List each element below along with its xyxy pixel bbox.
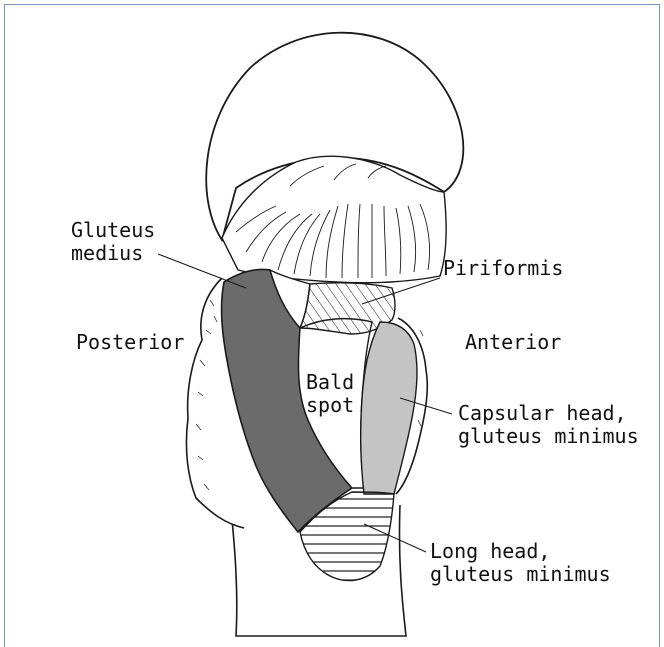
label-capsular-head: Capsular head, gluteus minimus xyxy=(458,402,639,448)
label-anterior: Anterior xyxy=(465,331,561,354)
label-bald-spot: Bald spot xyxy=(306,371,354,417)
label-posterior: Posterior xyxy=(76,331,184,354)
label-gluteus-medius: Gluteus medius xyxy=(71,219,155,265)
label-piriformis: Piriformis xyxy=(443,257,563,280)
capsular-head-region xyxy=(361,322,417,494)
label-long-head: Long head, gluteus minimus xyxy=(430,540,611,586)
